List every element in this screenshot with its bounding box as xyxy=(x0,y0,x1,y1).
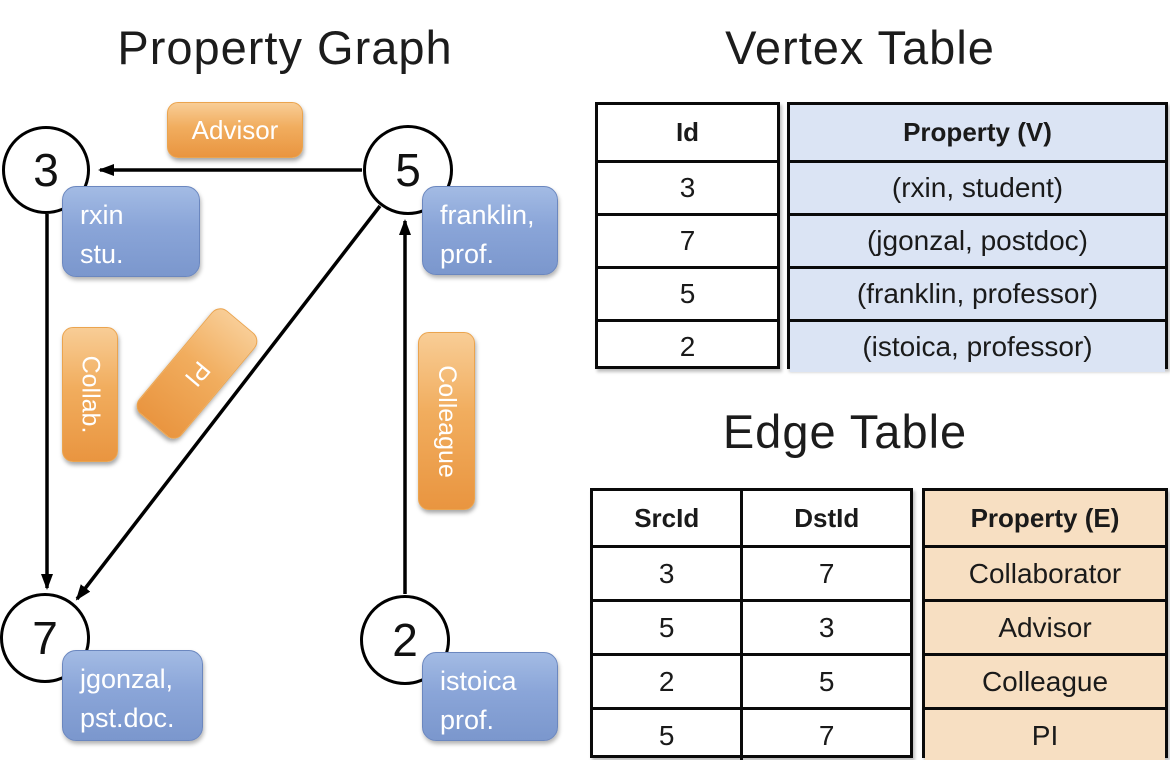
edge-label-pi-text: PI xyxy=(179,355,216,392)
edge-table-id-row: 5 3 xyxy=(593,599,910,653)
vertex-table-property-cell: (rxin, student) xyxy=(790,160,1165,213)
vertex-table-property-header: Property (V) xyxy=(790,105,1165,160)
property-graph-title: Property Graph xyxy=(117,21,453,74)
vertex-table-property-cell: (istoica, professor) xyxy=(790,319,1165,372)
vertex-7-prop-line1: jgonzal, xyxy=(80,664,174,694)
node-5-id: 5 xyxy=(395,144,421,196)
vertex-3-prop-line2: stu. xyxy=(80,239,124,270)
edge-table-id-columns: SrcId DstId 3 7 5 3 2 5 5 7 xyxy=(590,488,913,760)
edge-table-property-cell: PI xyxy=(925,707,1165,760)
edge-label-collab-text: Collab. xyxy=(76,355,105,434)
graph-node-3: 3 xyxy=(2,126,90,214)
edge-table-id-header-row: SrcId DstId xyxy=(593,491,910,545)
vertex-property-box-3: rxin stu. xyxy=(62,186,200,277)
edge-table-dstid-cell: 5 xyxy=(740,656,910,707)
edge-table-property-cell: Collaborator xyxy=(925,545,1165,599)
vertex-table-title: Vertex Table xyxy=(725,21,995,74)
edge-table-srcid-cell: 5 xyxy=(658,719,675,751)
edge-label-advisor: Advisor xyxy=(167,102,303,158)
vertex-3-prop-line1: rxin xyxy=(80,200,124,230)
vertex-2-prop-line1: istoica xyxy=(440,666,517,696)
edge-label-pi: PI xyxy=(132,303,262,444)
edge-table-id-row: 3 7 xyxy=(593,545,910,599)
edge-table-property-cell: Advisor xyxy=(925,599,1165,653)
vertex-table-id-header: Id xyxy=(675,117,700,147)
edge-table-dstid-cell: 7 xyxy=(740,710,910,760)
node-3-id: 3 xyxy=(33,144,59,196)
edge-label-colleague-text: Colleague xyxy=(433,364,461,478)
edge-table-srcid-header: SrcId xyxy=(634,502,700,533)
edge-table-property-column: Property (E) Collaborator Advisor Collea… xyxy=(922,488,1168,760)
vertex-property-box-2: istoica prof. xyxy=(422,652,558,741)
edge-table-id-row: 5 7 xyxy=(593,707,910,760)
edge-table-srcid-cell: 3 xyxy=(658,557,675,589)
vertex-table-property-column: Property (V) (rxin, student) (jgonzal, p… xyxy=(787,102,1168,372)
vertex-table-id-cell: 3 xyxy=(598,160,777,213)
edge-label-advisor-text: Advisor xyxy=(191,114,279,145)
vertex-table-id-cell: 7 xyxy=(598,213,777,266)
edge-table-property-cell: Colleague xyxy=(925,653,1165,707)
vertex-5-prop-line2: prof. xyxy=(440,239,495,270)
edge-table-srcid-cell: 2 xyxy=(658,665,675,697)
node-7-id: 7 xyxy=(32,612,58,664)
edge-table-id-row: 2 5 xyxy=(593,653,910,707)
node-2-id: 2 xyxy=(392,614,418,666)
vertex-2-prop-line2: prof. xyxy=(440,705,495,736)
vertex-table-id-column: Id 3 7 5 2 xyxy=(595,102,780,369)
vertex-table-property-cell: (franklin, professor) xyxy=(790,266,1165,319)
edge-label-colleague: Colleague xyxy=(418,332,475,510)
vertex-7-prop-line2: pst.doc. xyxy=(80,703,175,734)
vertex-property-box-5: franklin, prof. xyxy=(422,186,558,275)
vertex-property-box-7: jgonzal, pst.doc. xyxy=(62,650,203,741)
vertex-table-id-cell: 2 xyxy=(598,319,777,372)
edge-table-srcid-cell: 5 xyxy=(658,611,675,643)
edge-table-title: Edge Table xyxy=(722,405,968,458)
vertex-table-property-cell: (jgonzal, postdoc) xyxy=(790,213,1165,266)
edge-table-dstid-cell: 3 xyxy=(740,602,910,653)
edge-table-dstid-cell: 7 xyxy=(740,548,910,599)
edge-label-collab: Collab. xyxy=(62,327,118,462)
edge-table-property-header: Property (E) xyxy=(925,491,1165,545)
vertex-5-prop-line1: franklin, xyxy=(440,200,535,230)
graph-node-5: 5 xyxy=(363,125,453,215)
edge-table-dstid-header: DstId xyxy=(740,491,910,545)
vertex-table-id-cell: 5 xyxy=(598,266,777,319)
